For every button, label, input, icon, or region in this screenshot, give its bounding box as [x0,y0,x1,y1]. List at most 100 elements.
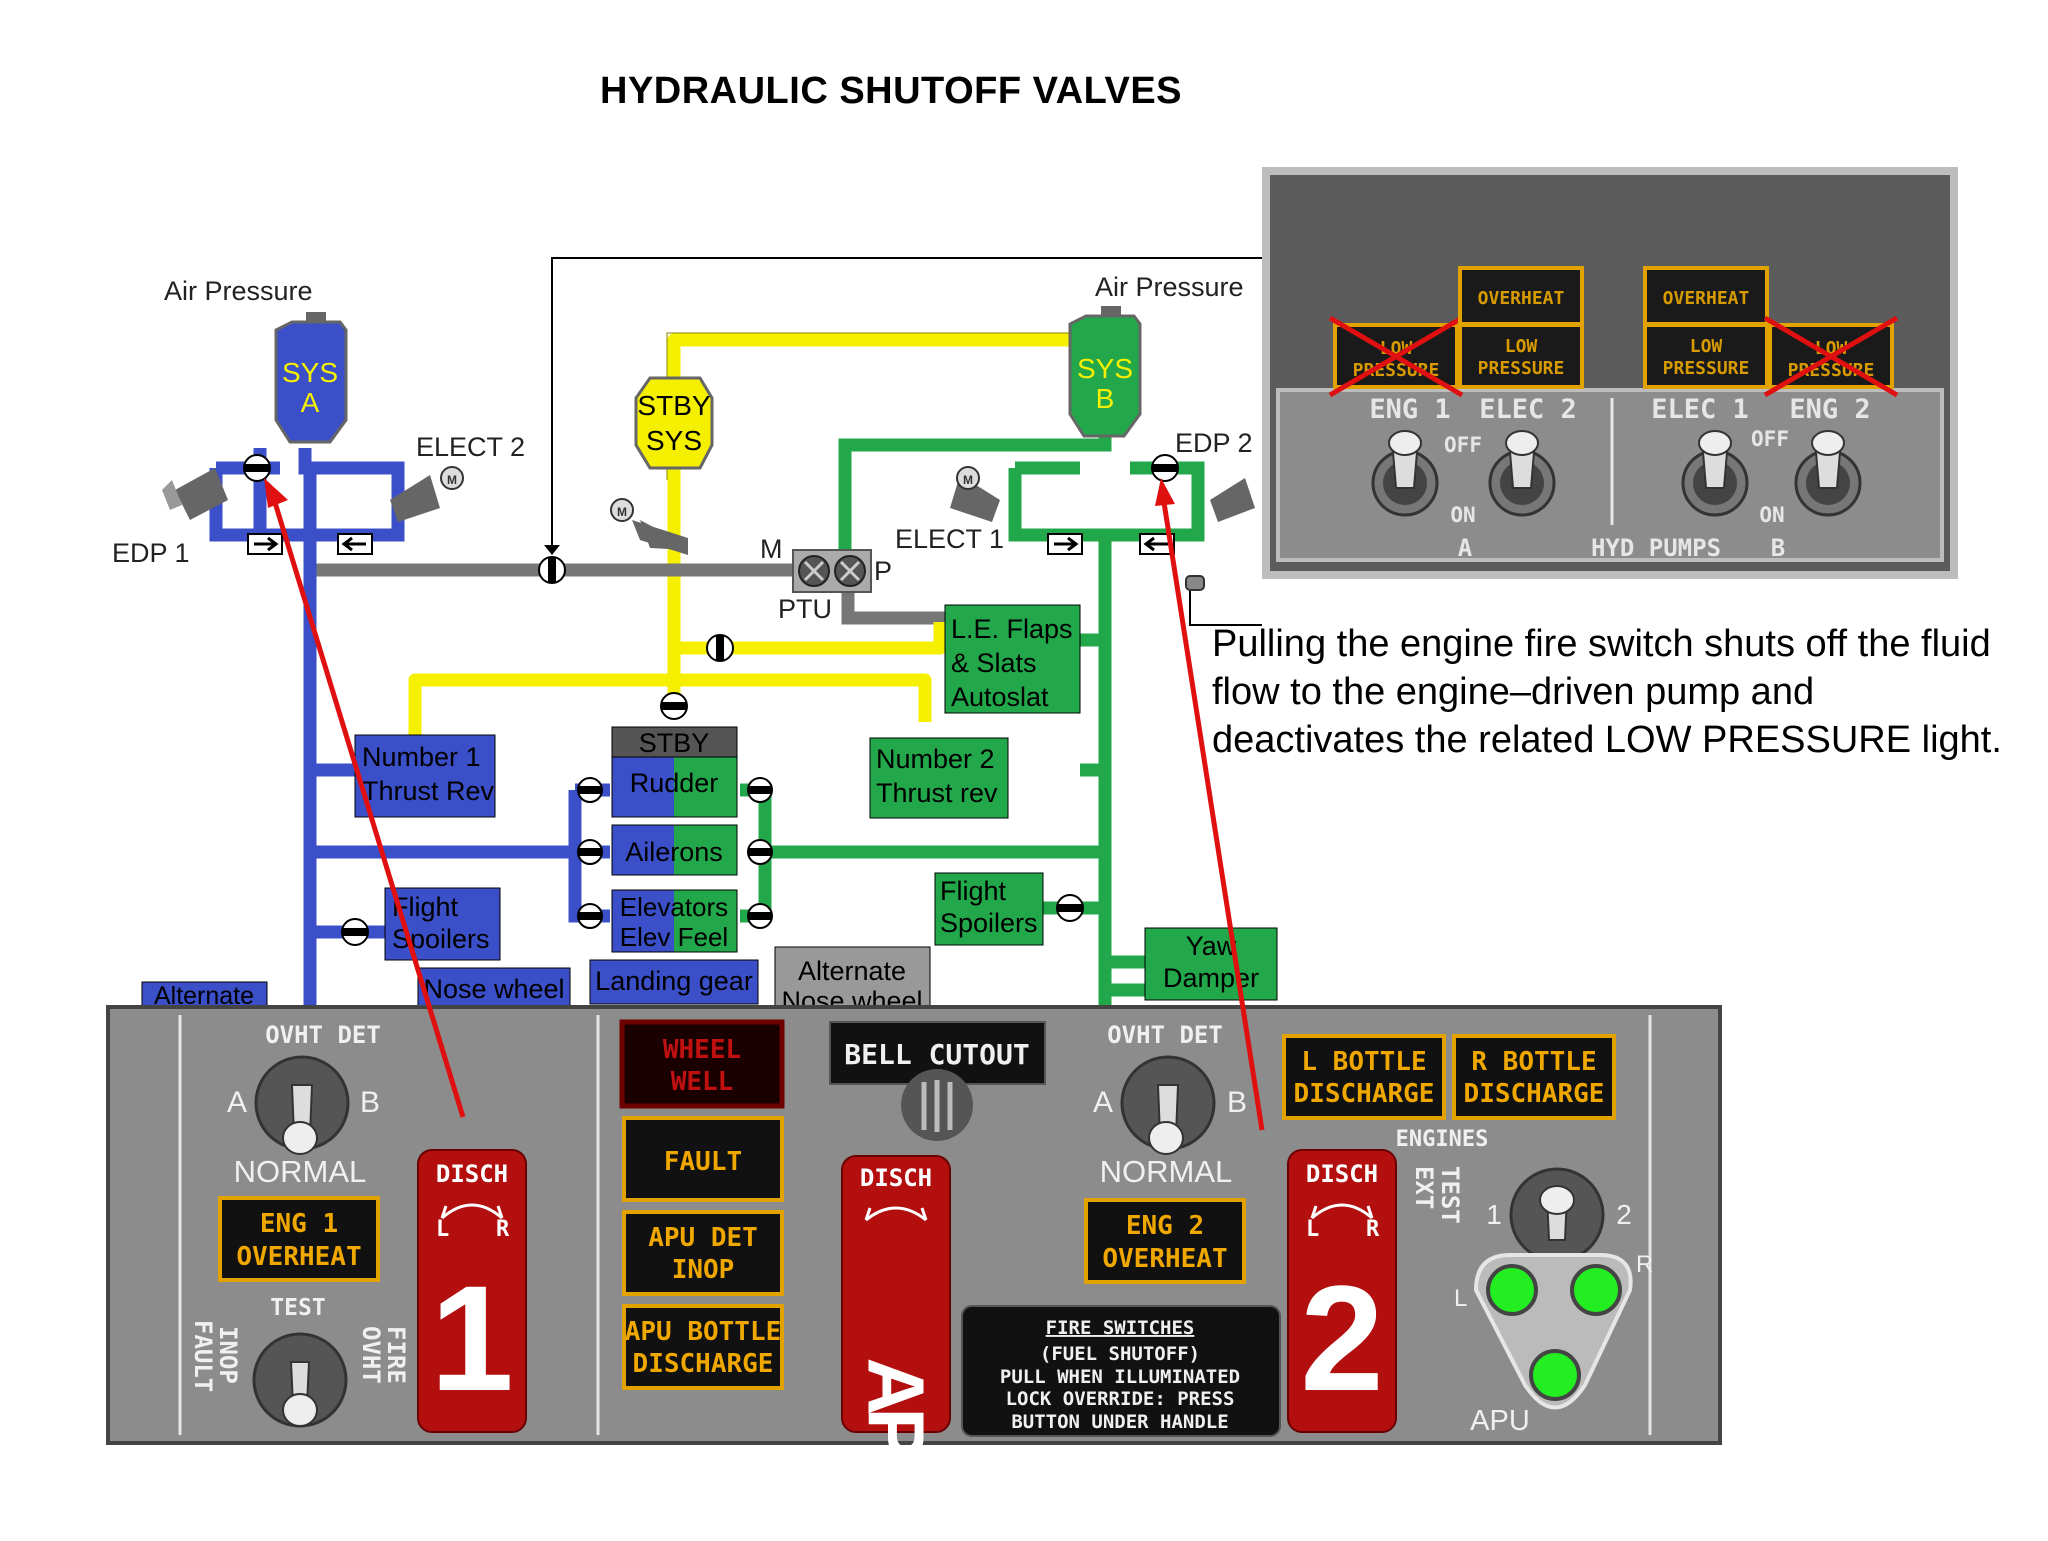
le-flaps-line3: Autoslat [951,682,1049,712]
engine1-fire-handle[interactable]: DISCH L R 1 [417,1149,527,1433]
nose-wheel-label: Nose wheel [423,974,564,1004]
apu-handle-text: APU [852,1358,941,1506]
eng1-low-pressure-light: LOW PRESSURE [1328,315,1464,398]
fire-switches-note2: PULL WHEN ILLUMINATED [1000,1366,1240,1388]
bell-cutout-label: BELL CUTOUT [844,1038,1029,1071]
edp2-pump [1210,478,1255,522]
le-flaps-line2: & Slats [951,648,1037,678]
handle1-r: R [496,1217,510,1242]
r-bottle-discharge-light: R BOTTLE DISCHARGE [1452,1034,1616,1120]
ovht-vertical-label: OVHT [357,1326,385,1384]
fire-vertical-label: FIRE [382,1326,410,1384]
l-bottle-line2: DISCHARGE [1294,1079,1435,1109]
ovht-det-left-b: B [360,1086,380,1119]
le-flaps-line1: L.E. Flaps [951,614,1073,644]
hyd-on-b-label: ON [1759,503,1784,527]
eng2-low-pressure-light: LOW PRESSURE [1763,315,1899,398]
apu-fire-handle[interactable]: DISCH APU [841,1155,951,1506]
fault-light-text: FAULT [664,1147,742,1177]
spoilers-right-line2: Spoilers [940,908,1038,938]
handle2-number: 2 [1300,1254,1383,1422]
number2-line2: Thrust rev [876,778,998,808]
ovht-det-right-a: A [1093,1086,1113,1119]
eng1-pressure-text: PRESSURE [1353,360,1440,381]
squib-lamp-cluster[interactable] [1473,1253,1633,1410]
fault-vertical-label: FAULT [189,1320,217,1392]
stby-sys-label-1: STBY [637,390,710,421]
ovht-det-left-a: A [227,1086,247,1119]
wheel-well-line2: WELL [671,1067,734,1097]
stby-label: STBY [639,728,710,758]
edp1-pump [162,468,228,520]
hyd-eng1-label: ENG 1 [1369,394,1450,425]
arrow-head-right-icon [1155,478,1175,506]
ovht-det-right-switch[interactable] [1120,1055,1216,1155]
sys-b-label-2: B [1096,383,1115,414]
elect2-label: ELECT 2 [416,432,525,462]
hyd-eng2-label: ENG 2 [1789,394,1870,425]
spoilers-right-line1: Flight [940,876,1007,906]
elect2-pump: M [390,466,464,522]
handle2-l: L [1306,1217,1319,1242]
bell-cutout-button[interactable]: BELL CUTOUT [829,1021,1046,1141]
eng2-overheat-line1: ENG 2 [1126,1211,1204,1241]
yaw-damper-line1: Yaw [1186,931,1237,961]
elec2-overheat-text: OVERHEAT [1478,288,1565,309]
engines-label: ENGINES [1396,1127,1489,1152]
ext-test-1-label: 1 [1486,1199,1502,1230]
ext-test-2-label: 2 [1616,1199,1632,1230]
hyd-off-b-label: OFF [1751,427,1789,451]
ext-test-switch[interactable] [1509,1167,1605,1263]
elect1-pump: M [950,466,1000,522]
squib-apu-label: APU [1470,1405,1530,1437]
apu-bottle-line2: DISCHARGE [633,1349,774,1379]
stby-motor-symbol: M [617,505,627,519]
sys-a-label-1: SYS [282,357,338,388]
test-switch[interactable] [252,1332,348,1428]
le-flaps-box: L.E. Flaps & Slats Autoslat [944,604,1081,714]
engine2-fire-handle[interactable]: DISCH L R 2 [1287,1149,1397,1433]
test-label: TEST [270,1295,325,1321]
elec2-pump-switch[interactable] [1488,430,1556,517]
disch-apu-label: DISCH [860,1164,932,1192]
apu-det-line1: APU DET [648,1223,758,1253]
elect1-motor-symbol: M [963,473,973,487]
fault-light: FAULT [622,1116,784,1202]
elec1-overheat-light: OVERHEAT [1643,266,1769,326]
elec2-overheat-light: OVERHEAT [1458,266,1584,326]
fire-switches-note1: (FUEL SHUTOFF) [1040,1343,1200,1365]
page-title: HYDRAULIC SHUTOFF VALVES [600,70,1183,112]
handle2-r: R [1366,1217,1380,1242]
disch1-label: DISCH [436,1160,508,1188]
arrow-head-left-icon [264,478,288,508]
eng1-pump-switch[interactable] [1371,430,1439,517]
yaw-damper-line2: Damper [1163,963,1259,993]
ailerons-label: Ailerons [625,837,723,867]
edp2-label: EDP 2 [1175,428,1253,458]
wheel-well-line1: WHEEL [663,1035,741,1065]
landing-gear-label: Landing gear [595,966,753,996]
fire-switches-note3: LOCK OVERRIDE: PRESS [1006,1388,1235,1410]
elevators-label: Elevators [620,892,728,922]
reservoir-stby: STBY SYS [634,376,714,470]
ovht-det-left-switch[interactable] [254,1055,350,1155]
test-vertical-label: TEST [1436,1166,1464,1224]
l-bottle-discharge-light: L BOTTLE DISCHARGE [1282,1034,1446,1120]
fire-switches-placard: FIRE SWITCHES (FUEL SHUTOFF) PULL WHEN I… [961,1305,1281,1437]
check-valves [247,533,1175,555]
number1-thrust-rev-box: Number 1 Thrust Rev [354,734,496,818]
ptu-m-label: M [760,534,783,564]
eng2-pump-switch[interactable] [1794,430,1862,517]
pointer-arrows [264,478,1265,1131]
yaw-damper-box: Yaw Damper [1144,927,1278,1001]
hydraulic-schematic: SYS A SYS B STBY SYS Air Pressure Air Pr… [112,257,1278,1016]
reservoir-sys-a: SYS A [274,312,348,444]
reservoir-sys-b: SYS B [1068,306,1142,438]
elec1-pump-switch[interactable] [1681,430,1749,517]
elec1-low-text: LOW [1690,336,1723,357]
eng1-overheat-line2: OVERHEAT [236,1242,361,1272]
squib-l-label: L [1454,1285,1467,1312]
hyd-pumps-label: HYD PUMPS [1591,534,1721,562]
air-pressure-right: Air Pressure [1095,272,1244,302]
